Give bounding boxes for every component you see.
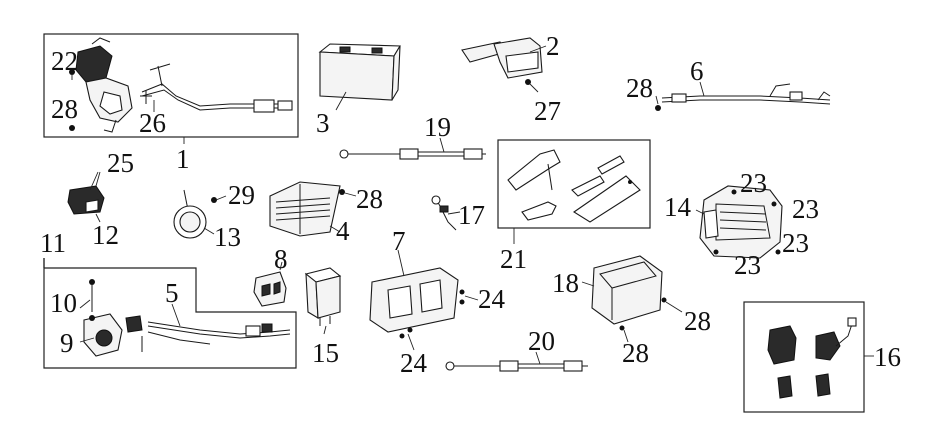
callout-12: 12 (92, 220, 119, 250)
callout-7: 7 (392, 226, 406, 256)
callout-5: 5 (165, 278, 179, 308)
group-box-21 (497, 139, 651, 229)
callout-25: 25 (107, 148, 134, 178)
callout-2: 2 (546, 31, 560, 61)
battery-part (318, 43, 401, 101)
ecu-14-part (699, 185, 783, 259)
callout-22: 22 (51, 46, 78, 76)
callout-1: 1 (176, 144, 190, 174)
callout-18: 18 (552, 268, 579, 298)
screw-22 (69, 69, 75, 75)
group-1-ignition-switch-assembly: 22 28 26 (43, 33, 299, 138)
callout-28-regulator: 28 (356, 184, 383, 214)
callout-17: 17 (458, 200, 485, 230)
callout-6: 6 (690, 56, 704, 86)
horn-13-part (173, 189, 217, 239)
callout-8: 8 (274, 244, 288, 274)
group-box-16 (743, 301, 865, 413)
choke-cable-part (140, 63, 293, 113)
callout-21: 21 (500, 244, 527, 274)
relay-12-part (67, 185, 105, 215)
callout-16: 16 (874, 342, 901, 372)
screw-28-group1 (69, 125, 75, 131)
callout-28-group1: 28 (51, 94, 78, 124)
callout-19: 19 (424, 112, 451, 142)
wire-17-part (431, 195, 457, 231)
ignition-switch-part (75, 37, 133, 133)
callout-26: 26 (139, 108, 166, 138)
callout-23-lower-right: 23 (782, 228, 809, 258)
group-box-11 (43, 258, 297, 369)
relay-15-part (304, 267, 342, 326)
regulator-4-part (269, 181, 345, 237)
cable-20-part (445, 360, 588, 372)
group-box-1 (43, 33, 299, 138)
callout-9: 9 (60, 328, 74, 358)
callout-14: 14 (664, 192, 692, 222)
callout-13: 13 (214, 222, 241, 252)
cable-19-part (339, 148, 486, 160)
callout-28-harness: 28 (626, 73, 653, 103)
group-16-connector-set (743, 301, 865, 413)
callout-28-module-right: 28 (684, 306, 711, 336)
ignition-coil-part (461, 37, 543, 85)
wire-harness-6-part (655, 83, 831, 111)
callout-24-bottom: 24 (400, 348, 428, 378)
module-18-part (591, 255, 667, 331)
callout-23-right: 23 (792, 194, 819, 224)
callout-20: 20 (528, 326, 555, 356)
callout-28-module-bottom: 28 (622, 338, 649, 368)
callout-23-bottom: 23 (734, 250, 761, 280)
connector-8-part (253, 271, 287, 307)
callout-11: 11 (40, 228, 66, 258)
group-21-tool-kit (497, 139, 651, 229)
group-11-sensor-harness (43, 258, 297, 369)
callout-10: 10 (50, 288, 77, 318)
callout-23-top: 23 (740, 168, 767, 198)
callout-3: 3 (316, 108, 330, 138)
callout-24-right: 24 (478, 284, 506, 314)
callout-15: 15 (312, 338, 339, 368)
callout-27: 27 (534, 96, 561, 126)
bracket-7-part (369, 267, 465, 339)
callout-4: 4 (336, 216, 350, 246)
callout-29: 29 (228, 180, 255, 210)
